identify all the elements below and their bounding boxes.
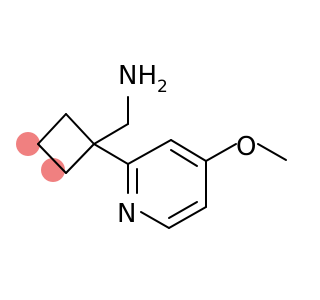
bond-c3-c4 (170, 139, 207, 162)
double-bond-c3-c4-inner (170, 149, 198, 167)
bond-o-to-ch3 (257, 143, 287, 161)
highlighted-atoms (16, 132, 65, 182)
bond-c6-n (140, 211, 170, 229)
highlight-ring-atom-bottom (41, 158, 65, 182)
bond-ring-right (65, 143, 95, 174)
bond-c5-c6 (168, 206, 207, 229)
cyclobutane-ring (37, 113, 95, 174)
double-bond-c5-c6-inner (168, 201, 198, 219)
bond-ring-bottom (37, 143, 67, 174)
bond-c2-c3 (127, 139, 172, 165)
pyridine-ring (93, 139, 207, 229)
methoxy-group (205, 143, 287, 162)
bond-c4-to-o (205, 143, 237, 162)
bond-ring-to-ch2 (93, 123, 129, 145)
methoxy-oxygen-label: O (236, 132, 256, 162)
molecule-structure: NH2 N O (16, 61, 287, 229)
amine-nitrogen-label: NH2 (118, 61, 168, 97)
highlight-ring-atom-left (16, 132, 40, 156)
amine-nitrogen-text: NH (118, 61, 157, 91)
aminomethyl-group (93, 96, 129, 145)
amine-hydrogen-count: 2 (157, 77, 168, 97)
bond-ring-left (37, 113, 67, 145)
pyridine-nitrogen-label: N (117, 199, 136, 229)
bond-ring-top (65, 113, 95, 145)
bond-ring-to-pyridine (93, 143, 129, 165)
